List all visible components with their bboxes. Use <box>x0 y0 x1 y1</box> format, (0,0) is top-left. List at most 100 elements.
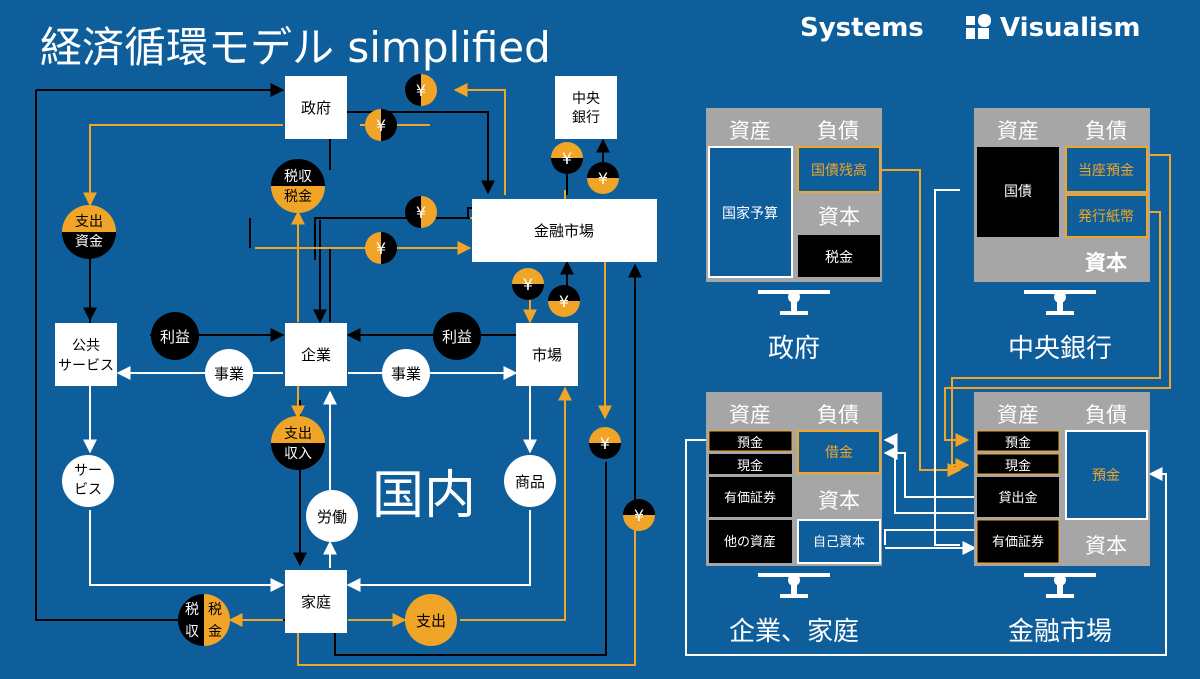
bs-ch-liabilities-header: 負債 <box>817 403 859 427</box>
node-household-label: 家庭 <box>301 593 331 611</box>
node-government-label: 政府 <box>301 99 331 117</box>
scale-icon <box>1024 290 1096 315</box>
bs-central-bank-liabilities-header: 負債 <box>1085 119 1127 143</box>
svg-text:事業: 事業 <box>214 365 244 383</box>
node-public-service-label-1: 公共 <box>72 338 100 354</box>
svg-text:支出: 支出 <box>284 426 312 442</box>
bs-fm-asset-1: 預金 <box>1005 435 1031 451</box>
yen-icon: ¥ <box>589 427 621 459</box>
yen-icon: ¥ <box>551 142 583 174</box>
business-circle-left: 事業 <box>205 349 253 397</box>
svg-text:ビス: ビス <box>74 482 102 498</box>
bs-ch-asset-1: 預金 <box>737 435 763 451</box>
node-company-label: 企業 <box>301 346 331 364</box>
node-company[interactable]: 企業 <box>285 323 347 386</box>
bs-government-assets-header: 資産 <box>729 119 771 143</box>
svg-text:¥: ¥ <box>416 81 426 100</box>
bs-central-bank-liability-1: 当座預金 <box>1078 163 1134 179</box>
bs-government-title: 政府 <box>768 334 820 364</box>
scale-icon <box>758 573 830 598</box>
bs-central-bank-title: 中央銀行 <box>1008 334 1112 364</box>
bs-ch-title: 企業、家庭 <box>729 617 859 647</box>
svg-text:¥: ¥ <box>634 506 644 525</box>
yen-icon: ¥ <box>548 285 580 317</box>
svg-text:資金: 資金 <box>75 234 103 250</box>
brand-logo: Systems Visualism <box>800 13 1141 43</box>
svg-text:¥: ¥ <box>600 434 610 453</box>
scale-icon <box>758 290 830 315</box>
svg-text:¥: ¥ <box>523 275 533 294</box>
bs-government-liability: 国債残高 <box>811 162 867 179</box>
yen-icon: ¥ <box>365 232 397 264</box>
tax-circle: 税収 税金 <box>271 159 325 213</box>
node-public-service-label-2: サービス <box>58 358 114 374</box>
svg-text:収: 収 <box>185 624 199 640</box>
svg-text:¥: ¥ <box>562 149 572 168</box>
bs-ch-capital: 自己資本 <box>813 535 865 550</box>
svg-text:商品: 商品 <box>515 473 545 491</box>
bs-government-asset: 国家予算 <box>722 205 778 222</box>
svg-text:¥: ¥ <box>416 203 426 222</box>
node-market[interactable]: 市場 <box>516 323 578 386</box>
brand-right: Visualism <box>1000 13 1141 43</box>
business-circle-right: 事業 <box>382 349 430 397</box>
svg-text:¥: ¥ <box>376 116 386 135</box>
bs-fm-title: 金融市場 <box>1008 617 1112 647</box>
brand-left: Systems <box>800 13 924 43</box>
scale-icon <box>1024 573 1096 598</box>
node-central-bank[interactable]: 中央 銀行 <box>555 76 617 139</box>
node-financial-market-label: 金融市場 <box>534 222 594 240</box>
node-market-label: 市場 <box>532 346 562 364</box>
yen-icon: ¥ <box>623 499 655 531</box>
svg-text:支出: 支出 <box>75 214 103 230</box>
yen-icon: ¥ <box>512 268 544 300</box>
bs-central-bank: 資産 負債 国債 当座預金 発行紙幣 資本 中央銀行 <box>974 108 1150 364</box>
svg-text:金: 金 <box>208 624 222 640</box>
bs-central-bank-asset: 国債 <box>1004 184 1032 200</box>
svg-text:労働: 労働 <box>317 508 347 526</box>
yen-icon: ¥ <box>365 109 397 141</box>
svg-text:¥: ¥ <box>376 239 386 258</box>
svg-text:事業: 事業 <box>391 365 421 383</box>
bs-central-bank-liability-2: 発行紙幣 <box>1078 209 1134 225</box>
bs-ch-assets-header: 資産 <box>729 403 771 427</box>
svg-text:支出: 支出 <box>416 612 446 630</box>
node-financial-market[interactable]: 金融市場 <box>472 199 657 262</box>
svg-text:税金: 税金 <box>284 189 312 205</box>
spending-funds-circle: 支出 資金 <box>62 205 116 259</box>
bs-ch-liability: 借金 <box>825 445 853 461</box>
svg-text:税収: 税収 <box>284 169 312 185</box>
yen-icon: ¥ <box>587 162 619 194</box>
spending-income-circle: 支出 収入 <box>271 416 325 470</box>
profit-circle-right: 利益 <box>433 312 481 360</box>
node-household[interactable]: 家庭 <box>285 570 347 633</box>
svg-text:収入: 収入 <box>284 446 312 462</box>
bs-ch-asset-4: 他の資産 <box>724 534 776 550</box>
bs-ch-capital-header: 資本 <box>818 489 860 513</box>
svg-text:¥: ¥ <box>559 292 569 311</box>
service-circle: サー ビス <box>62 455 114 507</box>
svg-text:利益: 利益 <box>442 328 472 346</box>
node-government[interactable]: 政府 <box>285 76 347 139</box>
node-central-bank-label-1: 中央 <box>572 91 600 107</box>
bs-fm-capital-header: 資本 <box>1085 534 1127 558</box>
domestic-label: 国内 <box>372 466 476 526</box>
node-public-service[interactable]: 公共 サービス <box>55 323 117 386</box>
node-central-bank-label-2: 銀行 <box>572 110 600 126</box>
bs-government-capital: 税金 <box>825 250 853 266</box>
bs-company-household: 資産 負債 預金 現金 有価証券 他の資産 借金 資本 自己資本 企業、家庭 <box>706 392 882 647</box>
bs-fm-asset-4: 有価証券 <box>992 534 1044 550</box>
svg-text:税: 税 <box>208 602 222 618</box>
bs-connectors <box>685 154 1171 656</box>
logo-icon <box>966 14 991 39</box>
household-tax-circle: 税 収 税 金 <box>178 594 230 646</box>
bs-fm-asset-3: 貸出金 <box>998 490 1037 506</box>
bs-fm-liabilities-header: 負債 <box>1085 403 1127 427</box>
yen-icon: ¥ <box>405 74 437 106</box>
bs-fm-assets-header: 資産 <box>997 403 1039 427</box>
page-title: 経済循環モデル simplified <box>40 23 551 72</box>
bs-financial-market: 資産 負債 預金 現金 貸出金 有価証券 預金 資本 金融市場 <box>974 392 1150 647</box>
profit-circle-left: 利益 <box>151 312 199 360</box>
bs-ch-asset-3: 有価証券 <box>724 490 776 506</box>
svg-text:¥: ¥ <box>598 169 608 188</box>
